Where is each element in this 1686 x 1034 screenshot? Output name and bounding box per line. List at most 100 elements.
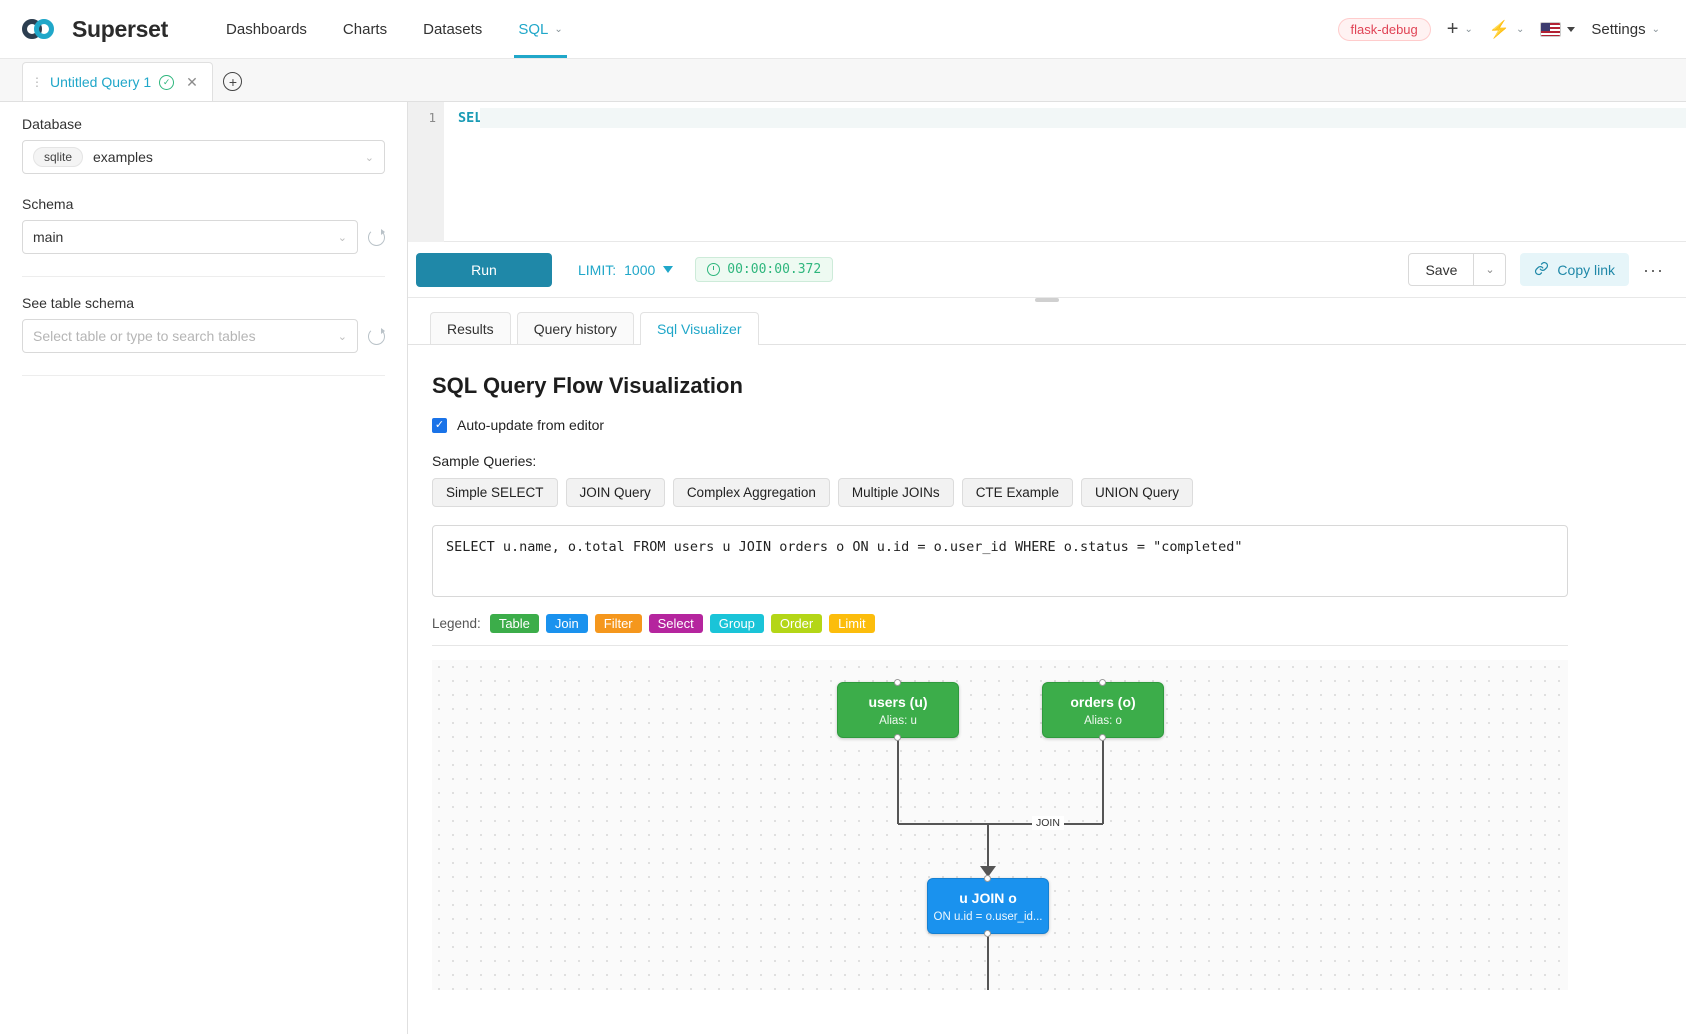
panel-divider [22,276,385,277]
query-tab-untitled-query-1[interactable]: ⋮ Untitled Query 1 ✓ ✕ [22,62,213,101]
auto-update-checkbox-row[interactable]: ✓ Auto-update from editor [432,417,1664,433]
chevron-down-icon: ⌄ [1516,23,1525,35]
sample-query-button-complex-aggregation[interactable]: Complex Aggregation [672,478,830,507]
sample-query-button-union-query[interactable]: UNION Query [1080,478,1193,507]
settings-menu[interactable]: Settings ⌄ [1591,21,1660,38]
node-port-top[interactable] [894,679,901,686]
edge-label-join: JOIN [1032,816,1064,830]
sample-queries-label: Sample Queries: [432,453,537,469]
language-selector[interactable] [1540,21,1576,37]
save-button-group: Save ⌄ [1408,253,1507,286]
node-port-top[interactable] [1099,679,1106,686]
schema-label: Schema [22,196,74,212]
schema-select[interactable]: main ⌄ [22,220,358,254]
link-icon [1534,261,1549,279]
resize-handle[interactable] [1035,298,1059,302]
tab-sql-visualizer-label: Sql Visualizer [656,321,742,337]
nav-item-sql[interactable]: SQL ⌄ [500,0,580,58]
left-panel: Database sqlite examples ⌄ Schema main ⌄… [0,102,408,1034]
clock-icon [707,263,721,276]
node-port-bottom[interactable] [894,734,901,741]
graph-node-title: users (u) [868,693,928,710]
flask-debug-badge[interactable]: flask-debug [1337,17,1431,41]
schema-row: main ⌄ [22,220,385,254]
nav-item-dashboards[interactable]: Dashboards [208,0,325,58]
toolbar-right-group: Save ⌄ Copy link ··· [1408,253,1664,286]
database-value: examples [93,149,153,165]
section-divider [432,645,1568,646]
refresh-schema-icon[interactable] [368,228,385,246]
right-panel: 1 SELECT u.name, o.total FROM users u JO… [408,102,1686,1034]
tab-results[interactable]: Results [430,312,511,345]
sample-query-button-simple-select[interactable]: Simple SELECT [432,478,558,507]
sample-query-button-join-query[interactable]: JOIN Query [565,478,665,507]
triangle-down-icon [663,266,674,273]
chevron-down-icon: ⌄ [1651,23,1660,35]
legend-chip-table: Table [489,614,539,633]
sample-query-button-cte-example[interactable]: CTE Example [961,478,1073,507]
editor-code-area[interactable]: SELECT u.name, o.total FROM users u JOIN… [444,102,1686,242]
legend-chip-join: Join [545,614,588,633]
arrowhead-icon [980,866,996,877]
nav-item-datasets[interactable]: Datasets [405,0,500,58]
quick-actions-menu[interactable]: ⚡ ⌄ [1489,21,1525,38]
tab-query-history[interactable]: Query history [516,312,634,345]
refresh-tables-icon[interactable] [368,327,385,345]
node-port-top[interactable] [984,875,991,882]
limit-label: LIMIT: [578,261,617,278]
graph-node-orders[interactable]: orders (o)Alias: o [1042,679,1164,741]
sample-query-button-multiple-joins[interactable]: Multiple JOINs [837,478,954,507]
auto-update-checkbox[interactable]: ✓ [432,417,447,433]
query-tab-strip: ⋮ Untitled Query 1 ✓ ✕ + [0,59,1686,102]
table-select[interactable]: Select table or type to search tables ⌄ [22,319,358,353]
graph-node-title: orders (o) [1070,693,1136,710]
node-port-bottom[interactable] [984,930,991,937]
top-navigation-bar: Superset Dashboards Charts Datasets SQL … [0,0,1686,59]
sql-visualizer-panel: SQL Query Flow Visualization ✓ Auto-upda… [408,345,1686,1034]
triangle-down-icon [1567,26,1576,32]
query-textarea[interactable] [432,525,1568,597]
database-engine-badge: sqlite [33,147,84,167]
legend-chip-order: Order [770,614,823,633]
drag-handle-icon[interactable]: ⋮ [31,75,43,89]
chevron-down-icon: ⌄ [554,23,563,35]
save-dropdown-button[interactable]: ⌄ [1474,253,1507,286]
database-select[interactable]: sqlite examples ⌄ [22,140,385,174]
main-nav-links: Dashboards Charts Datasets SQL ⌄ [208,0,581,58]
tab-sql-visualizer[interactable]: Sql Visualizer [639,312,759,345]
query-flow-canvas[interactable]: JOIN users (u) Alias: u orders (o)Alias: o u… [432,660,1568,990]
graph-node-users[interactable]: users (u) Alias: u [837,679,959,741]
copy-link-button[interactable]: Copy link [1520,253,1630,286]
node-port-bottom[interactable] [1099,734,1106,741]
plus-icon: + [1446,18,1459,40]
table-row: Select table or type to search tables ⌄ [22,319,385,353]
graph-node-subtitle: Alias: u [879,714,917,727]
schema-value: main [33,229,64,245]
database-label: Database [22,116,82,132]
chevron-down-icon: ⌄ [337,330,347,343]
close-icon[interactable]: ✕ [186,73,198,90]
edge-into-join [987,824,989,867]
nav-item-charts[interactable]: Charts [325,0,405,58]
new-item-menu[interactable]: + ⌄ [1447,19,1473,39]
lightning-bolt-icon: ⚡ [1488,19,1511,39]
legend-chip-group: Group [709,614,764,633]
line-number: 1 [428,110,436,125]
save-button[interactable]: Save [1408,253,1475,286]
superset-logo[interactable]: Superset [22,16,168,43]
sql-editor[interactable]: 1 SELECT u.name, o.total FROM users u JO… [408,102,1686,242]
more-options-icon[interactable]: ··· [1643,259,1664,280]
auto-update-label: Auto-update from editor [457,417,605,433]
add-query-tab-button[interactable]: + [213,62,253,101]
check-circle-icon: ✓ [159,74,175,90]
limit-dropdown[interactable]: LIMIT: 1000 [578,261,674,278]
nav-label-dashboards: Dashboards [226,20,307,38]
editor-gutter: 1 [408,102,444,242]
edge-orders-down [1102,738,1104,824]
run-button[interactable]: Run [416,252,552,287]
panel-divider-2 [22,375,385,376]
edge-join-bus [898,823,1103,825]
